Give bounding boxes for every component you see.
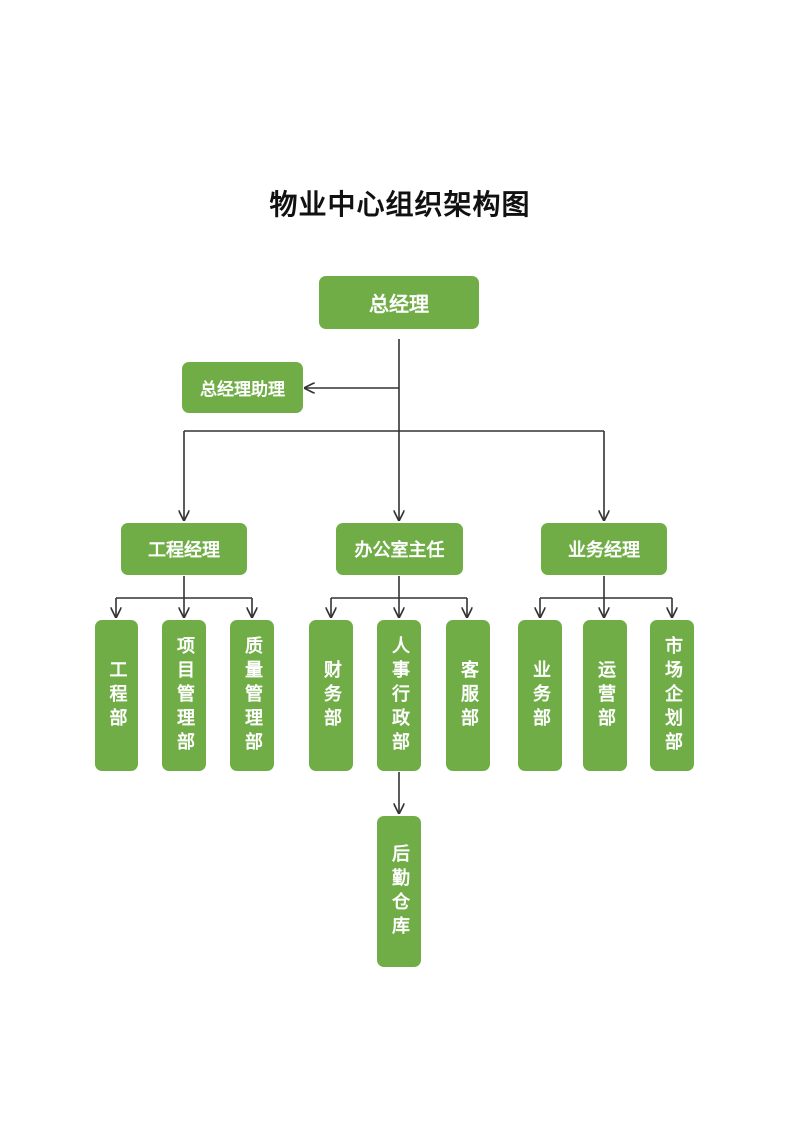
node-label: 市场企划部	[662, 635, 683, 756]
node-assistant: 总经理助理	[182, 362, 303, 413]
node-label: 运营部	[595, 659, 616, 732]
node-office-director: 办公室主任	[336, 523, 463, 575]
node-general-manager: 总经理	[319, 276, 479, 329]
node-label: 总经理助理	[200, 380, 285, 400]
node-engineering-dept: 工程部	[95, 620, 138, 771]
node-label: 总经理	[369, 292, 429, 316]
node-hr-admin-dept: 人事行政部	[377, 620, 421, 771]
node-logistics-warehouse: 后勤仓库	[377, 816, 421, 967]
node-label: 业务经理	[568, 540, 640, 561]
node-label: 后勤仓库	[389, 843, 410, 940]
node-label: 人事行政部	[389, 635, 410, 756]
node-label: 工程部	[106, 659, 128, 732]
chart-title: 物业中心组织架构图	[269, 188, 531, 221]
node-quality-mgmt-dept: 质量管理部	[230, 620, 274, 771]
node-business-manager: 业务经理	[541, 523, 667, 575]
node-operations-dept: 运营部	[583, 620, 627, 771]
node-finance-dept: 财务部	[309, 620, 353, 771]
node-label: 客服部	[458, 659, 479, 732]
node-business-dept: 业务部	[518, 620, 562, 771]
node-label: 财务部	[321, 659, 342, 732]
node-label: 工程经理	[148, 540, 220, 561]
node-marketing-dept: 市场企划部	[650, 620, 694, 771]
node-engineering-manager: 工程经理	[121, 523, 247, 575]
node-label: 项目管理部	[174, 635, 195, 756]
node-label: 业务部	[530, 659, 551, 732]
node-label: 质量管理部	[242, 635, 263, 756]
node-customer-service-dept: 客服部	[446, 620, 490, 771]
node-project-mgmt-dept: 项目管理部	[162, 620, 206, 771]
node-label: 办公室主任	[354, 540, 445, 561]
